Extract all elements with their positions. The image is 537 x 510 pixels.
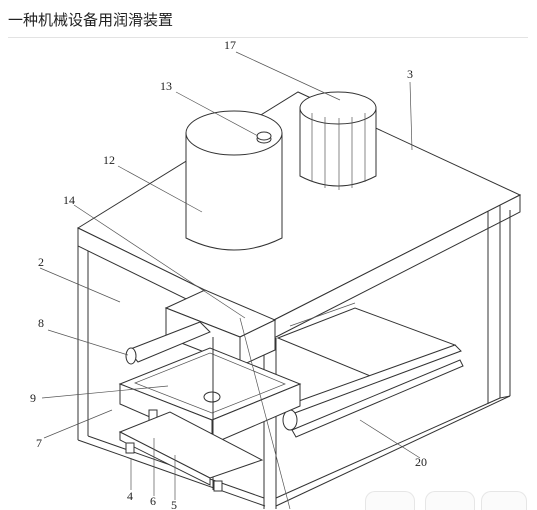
floating-tab-middle[interactable] [425,491,475,510]
label-12: 12 [103,153,115,167]
press-block [164,289,277,367]
label-13: 13 [160,79,172,93]
label-6: 6 [150,494,156,508]
leader-lines [39,51,421,509]
label-20: 20 [415,455,427,469]
tank [185,110,283,251]
title-divider [8,37,528,38]
slide-rail [276,302,464,438]
floating-tab-left[interactable] [365,491,415,510]
label-8: 8 [38,316,44,330]
label-4: 4 [127,489,133,503]
top-plate [76,91,522,341]
motor [299,91,377,190]
rod [125,321,211,365]
label-3: 3 [407,67,413,81]
page-title: 一种机械设备用润滑装置 [8,11,174,29]
part-labels: 17 3 13 12 14 2 8 9 7 20 4 6 5 [30,38,427,509]
label-14: 14 [63,193,75,207]
floating-tab-right[interactable] [481,491,527,510]
label-9: 9 [30,391,36,405]
label-2: 2 [38,255,44,269]
frame [77,205,511,509]
label-7: 7 [36,436,42,450]
base-plate [118,411,264,492]
label-5: 5 [171,498,177,509]
label-17: 17 [224,38,236,52]
